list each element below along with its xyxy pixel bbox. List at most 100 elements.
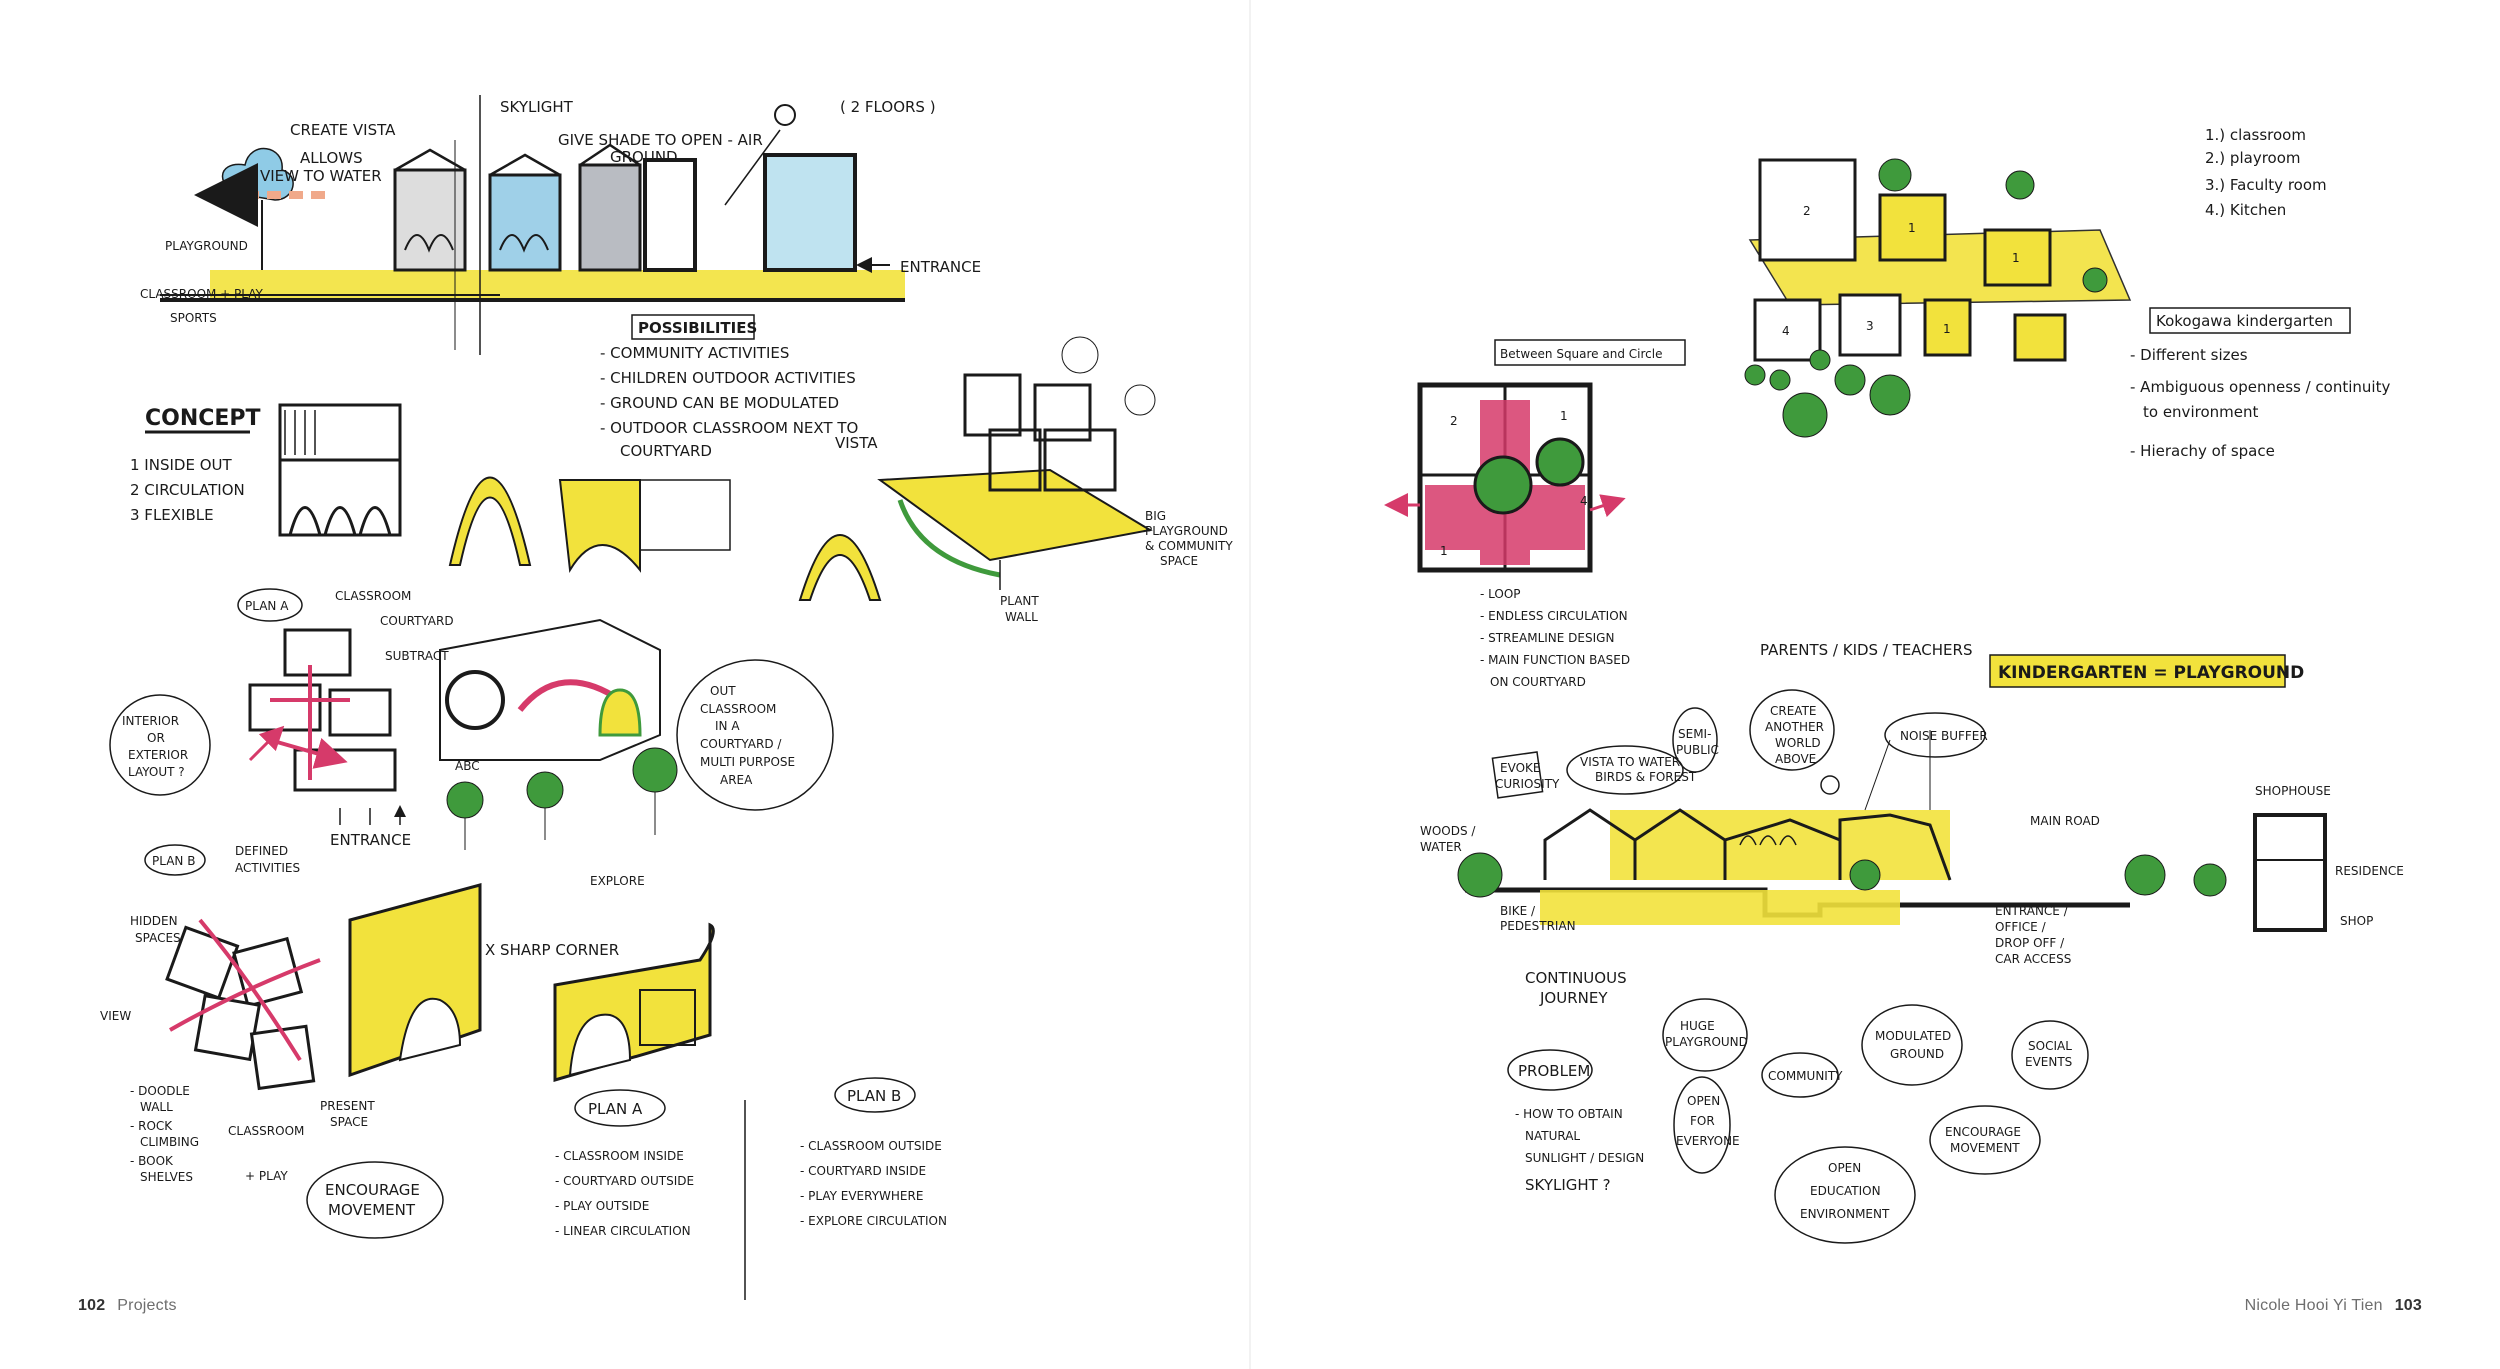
room-number: 1 — [1943, 322, 1951, 336]
left-page-sketches: CREATE VISTA ALLOWS VIEW TO WATER SKYLIG… — [100, 95, 1233, 1300]
label-view-to-water: VIEW TO WATER — [260, 167, 382, 185]
bubble-playground: PLAYGROUND — [1665, 1035, 1748, 1049]
problem-item: SUNLIGHT / DESIGN — [1525, 1151, 1644, 1165]
possibility-item: - GROUND CAN BE MODULATED — [600, 394, 839, 412]
bubble-social: SOCIAL — [2028, 1039, 2072, 1053]
label-classroom-b: CLASSROOM — [228, 1124, 304, 1138]
plan-b-notes-title: PLAN B — [847, 1087, 901, 1105]
room-number: 4 — [1580, 494, 1588, 508]
bubble-line: MULTI PURPOSE — [700, 755, 795, 769]
label-wall: WALL — [1005, 610, 1038, 624]
concept-arch-sketch — [278, 403, 402, 537]
section-sketch-top: CREATE VISTA ALLOWS VIEW TO WATER SKYLIG… — [140, 95, 981, 355]
label-interior: INTERIOR — [122, 714, 179, 728]
kokogawa-item: - Different sizes — [2130, 346, 2248, 364]
label-layout: LAYOUT ? — [128, 765, 185, 779]
courtyard-perspective-sketch: ABC EXPLORE OUT CLASSROOM IN A COURTYARD… — [439, 618, 834, 888]
label-explore: EXPLORE — [590, 874, 645, 888]
legend-item: 4.) Kitchen — [2205, 201, 2286, 219]
label-play-b: + PLAY — [245, 1169, 288, 1183]
room-number: 1 — [1908, 221, 1916, 235]
label-courtyard: COURTYARD — [380, 614, 454, 628]
label-sports: SPORTS — [170, 311, 217, 325]
bubble-line: COURTYARD / — [700, 737, 782, 751]
bubble-line: CLASSROOM — [700, 702, 776, 716]
plan-a-note: - COURTYARD OUTSIDE — [555, 1174, 694, 1188]
section-name: Projects — [117, 1297, 177, 1314]
label-view: VIEW — [100, 1009, 131, 1023]
bubble-environment: ENVIRONMENT — [1800, 1207, 1890, 1221]
bubble-everyone: EVERYONE — [1676, 1134, 1740, 1148]
label-vista: VISTA — [835, 434, 878, 452]
label-big: BIG — [1145, 509, 1166, 523]
right-page-sketches: 2 1 1 4 3 1 1.) classroom 2.) playroom 3… — [1384, 126, 2404, 1244]
plan-b-label: WALL — [140, 1100, 173, 1114]
label-users: PARENTS / KIDS / TEACHERS — [1760, 641, 1972, 659]
label-pedestrian: PEDESTRIAN — [1500, 919, 1576, 933]
bubble-diagram: CONTINUOUS JOURNEY PROBLEM - HOW TO OBTA… — [1507, 969, 2089, 1244]
footer-right: Nicole Hooi Yi Tien 103 — [2245, 1297, 2422, 1315]
plan-b-label: - ROCK — [130, 1119, 173, 1133]
label-community: & COMMUNITY — [1145, 539, 1233, 553]
plan-a-note: - CLASSROOM INSIDE — [555, 1149, 684, 1163]
concept-item: 3 FLEXIBLE — [130, 506, 214, 524]
label-birds-forest: BIRDS & FOREST — [1595, 770, 1697, 784]
bubble-modulated: MODULATED — [1875, 1029, 1951, 1043]
author-name: Nicole Hooi Yi Tien — [2244, 1297, 2383, 1314]
problem-title: PROBLEM — [1518, 1062, 1590, 1080]
label-entrance-top: ENTRANCE — [900, 258, 981, 276]
label-above: ABOVE — [1775, 752, 1816, 766]
bubble-open-edu: OPEN — [1828, 1161, 1861, 1175]
label-vista-water: VISTA TO WATER — [1580, 755, 1680, 769]
label-abc: ABC — [455, 759, 480, 773]
label-semi: SEMI- — [1678, 727, 1711, 741]
plan-b-note: - PLAY EVERYWHERE — [800, 1189, 923, 1203]
problem-item: - HOW TO OBTAIN — [1515, 1107, 1623, 1121]
label-classroom: CLASSROOM — [335, 589, 411, 603]
label-encourage: ENCOURAGE — [325, 1181, 420, 1199]
label-give-shade-ground: GROUND — [610, 148, 678, 166]
plan-b-title: PLAN B — [152, 854, 195, 868]
bubble-ground: GROUND — [1890, 1047, 1944, 1061]
square-circle-item: - STREAMLINE DESIGN — [1480, 631, 1614, 645]
problem-item: SKYLIGHT ? — [1525, 1176, 1611, 1194]
label-residence: RESIDENCE — [2335, 864, 2404, 878]
plan-b-sketch: PLAN B DEFINED ACTIVITIES HIDDEN SPACES … — [100, 844, 375, 1184]
kokogawa-item: - Hierachy of space — [2130, 442, 2275, 460]
room-number: 4 — [1782, 324, 1790, 338]
bubble-open: OPEN — [1687, 1094, 1720, 1108]
possibility-item: COURTYARD — [620, 442, 712, 460]
label-office: OFFICE / — [1995, 920, 2047, 934]
room-number: 2 — [1803, 204, 1811, 218]
label-water: WATER — [1420, 840, 1462, 854]
bubble-events: EVENTS — [2025, 1055, 2072, 1069]
label-noise-buffer: NOISE BUFFER — [1900, 729, 1988, 743]
label-entrance-plan-a: ENTRANCE — [330, 831, 411, 849]
label-journey: JOURNEY — [1539, 989, 1608, 1007]
label-sharp-corner: X SHARP CORNER — [485, 941, 619, 959]
label-give-shade: GIVE SHADE TO OPEN - AIR — [558, 131, 763, 149]
bubble-for: FOR — [1690, 1114, 1715, 1128]
plan-b-note: - COURTYARD INSIDE — [800, 1164, 926, 1178]
label-big-playground: PLAYGROUND — [1145, 524, 1228, 538]
label-evoke: EVOKE — [1500, 761, 1540, 775]
kokogawa-title: Kokogawa kindergarten — [2156, 312, 2333, 330]
room-number: 1 — [1440, 544, 1448, 558]
bubble-line: OUT — [710, 684, 736, 698]
legend-item: 1.) classroom — [2205, 126, 2306, 144]
problem-item: NATURAL — [1525, 1129, 1580, 1143]
concept-notes: CONCEPT 1 INSIDE OUT 2 CIRCULATION 3 FLE… — [130, 406, 261, 524]
label-public: PUBLIC — [1676, 743, 1719, 757]
plan-b-label: - BOOK — [130, 1154, 174, 1168]
axonometric-sketch: VISTA BIG PLAYGROUND & COMMUNITY SPACE P… — [835, 336, 1233, 624]
label-playground: PLAYGROUND — [165, 239, 248, 253]
bubble-community: COMMUNITY — [1768, 1069, 1843, 1083]
right-page: 2 1 1 4 3 1 1.) classroom 2.) playroom 3… — [1250, 0, 2500, 1369]
bubble-huge: HUGE — [1680, 1019, 1715, 1033]
plan-b-label: SHELVES — [140, 1170, 193, 1184]
page-number-right: 103 — [2394, 1297, 2422, 1314]
bubble-line: AREA — [720, 773, 753, 787]
square-circle-item: - ENDLESS CIRCULATION — [1480, 609, 1628, 623]
label-main-road: MAIN ROAD — [2030, 814, 2100, 828]
label-shop: SHOP — [2340, 914, 2373, 928]
